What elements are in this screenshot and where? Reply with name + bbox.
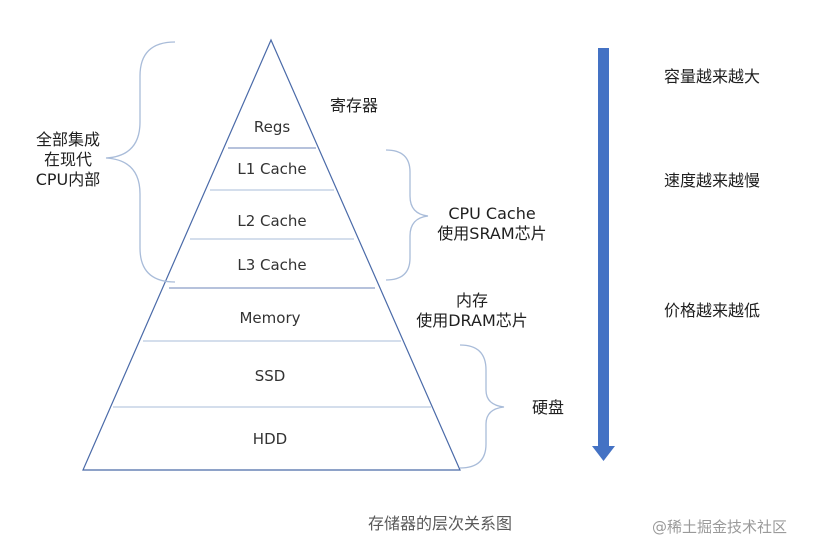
annotation-disk: 硬盘: [532, 398, 565, 417]
level-hdd: HDD: [252, 430, 288, 448]
annotation-cpu-cache: CPU Cache 使用SRAM芯片: [432, 204, 552, 244]
annotation-cpu-cache-line1: CPU Cache: [448, 204, 536, 223]
pyramid-outline: [82, 38, 461, 471]
trend-arrow-head: [592, 446, 615, 461]
level-ssd: SSD: [254, 367, 286, 385]
annotation-registers: 寄存器: [330, 96, 379, 115]
annotation-integrated-line3: CPU内部: [35, 170, 101, 189]
brace-cpu-integrated: [105, 41, 176, 283]
level-regs: Regs: [253, 118, 291, 136]
annotation-memory-line1: 内存: [455, 291, 488, 310]
annotation-integrated: 全部集成 在现代 CPU内部: [28, 130, 108, 190]
annotation-integrated-line1: 全部集成: [35, 130, 100, 149]
trend-capacity: 容量越来越大: [664, 67, 761, 86]
trend-arrow-shaft: [598, 48, 609, 448]
level-memory: Memory: [239, 309, 301, 327]
brace-cpu-cache: [385, 149, 429, 281]
figure-caption: 存储器的层次关系图: [367, 514, 513, 533]
watermark: @稀土掘金技术社区: [652, 518, 788, 536]
trend-speed: 速度越来越慢: [664, 171, 761, 190]
annotation-memory: 内存 使用DRAM芯片: [412, 291, 532, 331]
trend-price: 价格越来越低: [664, 301, 761, 320]
annotation-integrated-line2: 在现代: [43, 150, 92, 169]
level-l2-cache: L2 Cache: [237, 212, 307, 230]
level-l1-cache: L1 Cache: [237, 160, 307, 178]
level-l3-cache: L3 Cache: [237, 256, 307, 274]
annotation-cpu-cache-line2: 使用SRAM芯片: [437, 224, 547, 243]
brace-disk: [459, 344, 505, 469]
annotation-memory-line2: 使用DRAM芯片: [416, 311, 528, 330]
